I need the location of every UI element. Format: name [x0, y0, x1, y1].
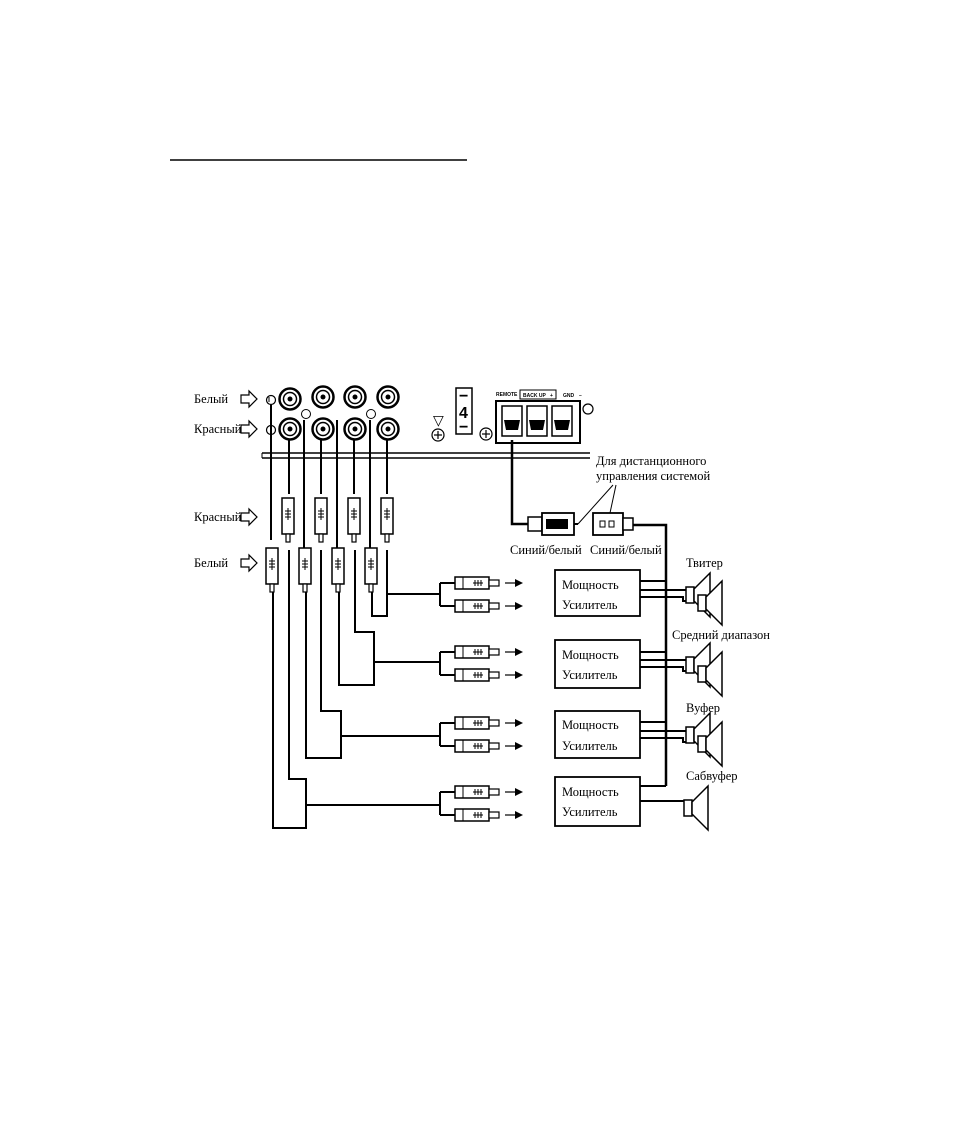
gnd-terminal-label: GND: [563, 393, 575, 399]
caution-triangle-icon: ▽: [433, 414, 444, 429]
wire-color-label-right: Синий/белый: [590, 543, 662, 557]
remote-taps: [640, 581, 666, 786]
rca-jack: [313, 419, 334, 440]
arrow-right-icon: [241, 555, 257, 571]
speaker-icon: [686, 643, 722, 696]
rca-plug: [348, 498, 360, 542]
amplifier: Мощность Усилитель: [555, 570, 640, 616]
wire-color-label-left: Синий/белый: [510, 543, 582, 557]
rca-plug: [282, 498, 294, 542]
rca-plug: [455, 717, 523, 729]
rca-plug: [455, 669, 523, 681]
bullet-connector-left: [528, 513, 578, 535]
arrow-right-icon: [241, 391, 257, 407]
arrow-right-icon: [241, 421, 257, 437]
rca-plug: [455, 577, 523, 589]
amplifier: Мощность Усилитель: [555, 640, 640, 688]
speaker-label-subwoofer: Сабвуфер: [686, 769, 738, 783]
fuse-minus-label: −: [459, 388, 468, 405]
bullet-connector-right: [593, 513, 633, 535]
rca-cables: [271, 405, 440, 828]
speaker-icon: [686, 713, 722, 766]
amplifier-label-line-2: Усилитель: [562, 598, 618, 612]
rca-plug: [455, 786, 523, 798]
rca-jack: [378, 387, 399, 408]
white-plug-label: Белый: [194, 556, 228, 570]
remote-note-line-1: Для дистанционного: [596, 454, 706, 468]
remote-note-line-2: управления системой: [596, 469, 710, 483]
rca-plug: [332, 548, 344, 592]
rca-plug: [299, 548, 311, 592]
screw-icon: [583, 404, 593, 414]
amplifier: Мощность Усилитель: [555, 711, 640, 758]
rca-jack: [280, 389, 301, 410]
red-jack-label: Красный: [194, 422, 242, 436]
rca-plug: [455, 646, 523, 658]
red-plug-label: Красный: [194, 510, 242, 524]
splitter-branches: [440, 583, 455, 815]
backup-terminal-label: BACK UP: [523, 393, 546, 399]
left-channel-icon: [267, 396, 276, 405]
rca-jack: [345, 387, 366, 408]
amplifier-label-line-2: Усилитель: [562, 668, 618, 682]
rca-jack: [345, 419, 366, 440]
amplifier-label-line-2: Усилитель: [562, 739, 618, 753]
speaker-icon: [686, 573, 722, 625]
white-jack-label: Белый: [194, 392, 228, 406]
rca-plug: [455, 809, 523, 821]
rca-plug: [455, 600, 523, 612]
rca-plug: [365, 548, 377, 592]
amplifier-label-line-1: Мощность: [562, 785, 619, 799]
amplifier-label-line-1: Мощность: [562, 648, 619, 662]
rca-plug: [266, 548, 278, 592]
speaker-icon: [684, 786, 708, 830]
channel-marker-icon: [302, 410, 311, 419]
rca-jack: [378, 419, 399, 440]
backup-plus-label: +: [550, 393, 553, 399]
amplifier-label-line-1: Мощность: [562, 578, 619, 592]
rca-plug: [315, 498, 327, 542]
channel-marker-icon: [367, 410, 376, 419]
remote-terminal-label: REMOTE: [496, 392, 518, 398]
speaker-label-midrange: Средний диапазон: [672, 628, 770, 642]
gnd-minus-label: −: [579, 393, 582, 399]
rca-plug: [381, 498, 393, 542]
rca-jack: [280, 419, 301, 440]
rca-plug: [455, 740, 523, 752]
amplifier-label-line-1: Мощность: [562, 718, 619, 732]
amplifier-label-line-2: Усилитель: [562, 805, 618, 819]
fuse-minus-label: −: [459, 419, 468, 436]
callout-line: [610, 485, 616, 513]
amplifier: Мощность Усилитель: [555, 777, 640, 826]
speaker-label-woofer: Вуфер: [686, 701, 720, 715]
speaker-label-tweeter: Твитер: [686, 556, 723, 570]
arrow-right-icon: [241, 509, 257, 525]
rca-jack: [313, 387, 334, 408]
head-unit-rear-panel: ▽ − 4 − REMOTE BACK UP + GND −: [262, 387, 593, 459]
